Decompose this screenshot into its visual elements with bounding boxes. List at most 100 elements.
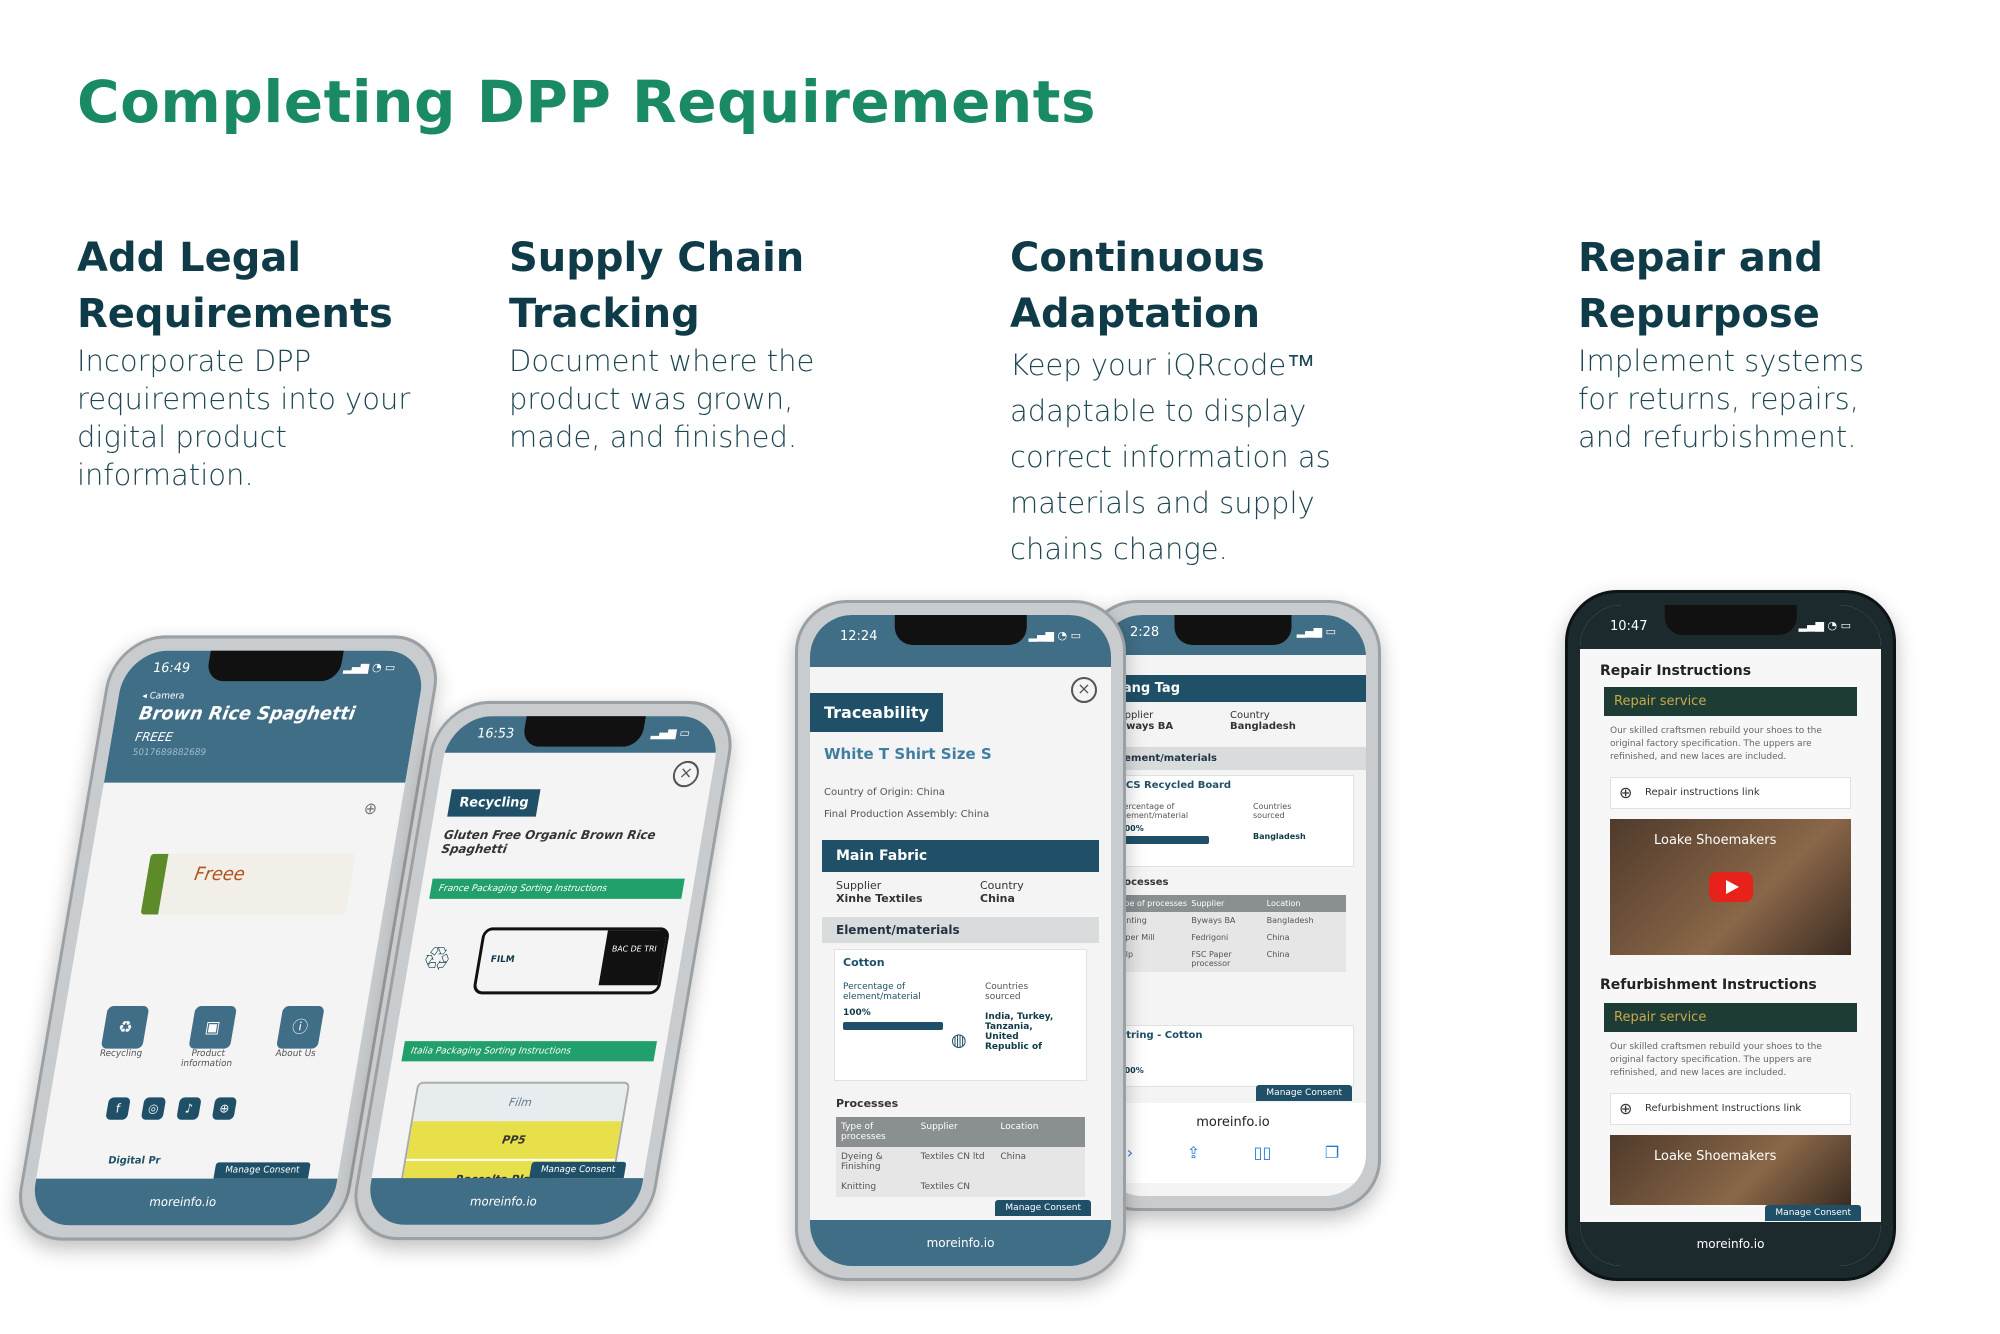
status-time: 16:53	[475, 726, 516, 742]
column-body: Implement systems for returns, repairs, …	[1578, 344, 1865, 454]
main-fabric-header: Main Fabric	[822, 840, 1099, 872]
manage-consent-button[interactable]: Manage Consent	[995, 1200, 1091, 1216]
triman-icon: ♲	[419, 939, 455, 979]
manage-consent-button[interactable]: Manage Consent	[1256, 1085, 1352, 1101]
status-icons: ▂▄▆ ▭	[1296, 625, 1336, 638]
status-icons: ▂▄▆ ◔ ▭	[1028, 629, 1081, 642]
url-bar[interactable]: moreinfo.io	[28, 1178, 338, 1226]
nav-product-info[interactable]: ▣Product information	[171, 1006, 251, 1069]
video-title: Loake Shoemakers	[1654, 833, 1777, 848]
pack-logo: Freee	[192, 863, 247, 886]
manage-consent-button[interactable]: Manage Consent	[1765, 1205, 1861, 1221]
material-card: FCS Recycled Board Percentage of element…	[1112, 775, 1354, 867]
url-bar[interactable]: moreinfo.io	[1580, 1222, 1881, 1266]
refurb-link-button[interactable]: ⊕Refurbishment Instructions link	[1610, 1093, 1851, 1125]
phone-traceability: 12:24▂▄▆ ◔ ▭ × Traceability White T Shir…	[795, 600, 1126, 1281]
column-body: Incorporate DPP requirements into your d…	[77, 344, 411, 492]
page-title: Completing DPP Requirements	[77, 68, 1096, 136]
italia-instructions: Italia Packaging Sorting Instructions	[401, 1041, 657, 1062]
share-icon[interactable]: ⇪	[1186, 1143, 1201, 1162]
country-origin: Country of Origin: China	[824, 787, 946, 798]
play-icon[interactable]	[1708, 872, 1753, 902]
element-header: Element/materials	[822, 917, 1099, 943]
brand-name: FREEE	[134, 729, 174, 745]
globe-icon: ⊕	[1619, 1099, 1633, 1118]
phone-screen: 12:24▂▄▆ ◔ ▭ × Traceability White T Shir…	[810, 615, 1111, 1266]
instagram-icon[interactable]: ◎	[140, 1097, 167, 1120]
repair-description: Our skilled craftsmen rebuild your shoes…	[1610, 726, 1822, 762]
close-icon[interactable]: ×	[670, 760, 701, 788]
sorting-row: Film	[412, 1083, 629, 1122]
manage-consent-button[interactable]: Manage Consent	[213, 1162, 311, 1179]
close-icon[interactable]: ×	[1071, 677, 1097, 703]
url-bar[interactable]: moreinfo.io	[363, 1178, 644, 1225]
status-time: 16:49	[151, 660, 192, 677]
refurb-title: Refurbishment Instructions	[1600, 977, 1817, 993]
status-time: 10:47	[1610, 619, 1648, 634]
section-tag: Traceability	[810, 693, 943, 732]
bookmarks-icon[interactable]: ▯▯	[1253, 1143, 1272, 1162]
back-link[interactable]: ◂ Camera	[141, 691, 186, 702]
repair-video[interactable]: Loake Shoemakers	[1610, 819, 1851, 955]
repair-title: Repair Instructions	[1600, 663, 1752, 679]
product-title: Brown Rice Spaghetti	[137, 703, 357, 725]
phone-notch	[1174, 615, 1292, 645]
film-bin: FILM BAC DE TRI	[471, 927, 671, 995]
forward-icon[interactable]: ›	[1126, 1143, 1134, 1162]
refurb-video[interactable]: Loake Shoemakers	[1610, 1135, 1851, 1205]
element-header: Element/materials	[1100, 747, 1366, 770]
url-bar[interactable]: moreinfo.io	[1100, 1103, 1366, 1143]
section-tag: Hang Tag	[1100, 675, 1366, 702]
product-title: Gluten Free Organic Brown Rice Spaghetti	[440, 827, 657, 857]
phone-screen: 10:47▂▄▆ ◔ ▭ Repair Instructions Repair …	[1580, 605, 1881, 1266]
nav-recycling[interactable]: ♻Recycling	[84, 1006, 164, 1069]
info-icon: ⓘ	[275, 1006, 325, 1049]
france-sorting-graphic: ♲ FILM BAC DE TRI	[410, 919, 678, 1010]
video-title: Loake Shoemakers	[1654, 1149, 1777, 1164]
globe-icon: ◍	[951, 1030, 967, 1051]
percentage-bar	[1119, 836, 1209, 844]
refurb-description: Our skilled craftsmen rebuild your shoes…	[1610, 1042, 1822, 1078]
repair-service-header: Repair service	[1604, 687, 1857, 716]
column-body: Keep your iQRcode™ adaptable to display …	[1010, 348, 1331, 566]
product-image: Freee	[140, 853, 356, 915]
manage-consent-button[interactable]: Manage Consent	[529, 1161, 627, 1179]
facebook-icon[interactable]: f	[105, 1097, 131, 1120]
phone-repair: 10:47▂▄▆ ◔ ▭ Repair Instructions Repair …	[1565, 590, 1896, 1281]
zoom-icon[interactable]: ⊕	[362, 798, 379, 819]
recycle-icon: ♻	[101, 1006, 150, 1049]
status-time: 12:24	[840, 629, 878, 644]
section-tag: Recycling	[447, 789, 541, 817]
url-bar[interactable]: moreinfo.io	[810, 1220, 1111, 1266]
material-name: Cotton	[843, 956, 885, 969]
tiktok-icon[interactable]: ♪	[176, 1097, 202, 1120]
phone-notch	[894, 615, 1027, 645]
web-icon[interactable]: ⊕	[211, 1097, 238, 1120]
phone-notch	[1664, 605, 1797, 635]
status-time: 2:28	[1130, 625, 1160, 640]
tabs-icon[interactable]: ❐	[1324, 1143, 1340, 1162]
repair-link-button[interactable]: ⊕Repair instructions link	[1610, 777, 1851, 809]
processes-label: Processes	[1112, 877, 1169, 888]
percentage-bar	[843, 1022, 943, 1030]
